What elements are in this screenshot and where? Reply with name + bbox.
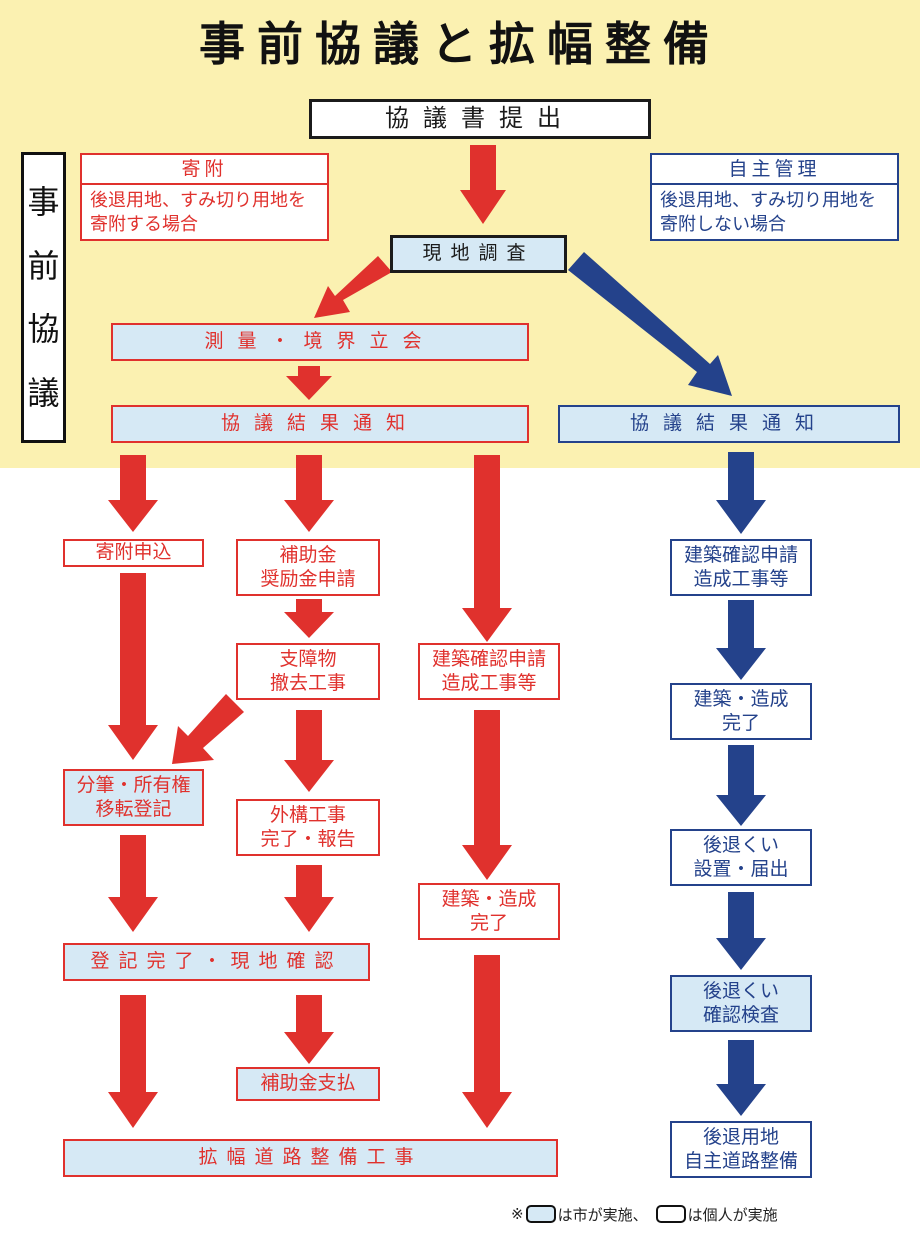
arrow-survey-to-measure — [314, 256, 392, 318]
exterior-work-box: 外構工事 完了・報告 — [236, 799, 380, 856]
legend-mark: ※ — [511, 1205, 524, 1223]
arrow-obstacle-to-subdivision — [172, 694, 244, 764]
arrow-setback-install-to-inspect — [716, 892, 766, 970]
side-label-char: 前 — [27, 246, 60, 285]
side-label-char: 議 — [27, 373, 60, 412]
survey-boundary-box: 測量・境界立会 — [111, 323, 529, 361]
road-widening-work-box: 拡幅道路整備工事 — [63, 1139, 558, 1177]
arrow-measure-to-result — [286, 366, 332, 400]
arrow-donation-to-subdivision — [108, 573, 158, 760]
self-building-complete-box: 建築・造成 完了 — [670, 683, 812, 740]
donation-note: 寄附 後退用地、すみ切り用地を 寄附する場合 — [80, 153, 329, 241]
arrow-self-result-to-building-apply — [716, 452, 766, 534]
self-manage-note-body: 後退用地、すみ切り用地を 寄附しない場合 — [660, 190, 876, 235]
donation-apply-box: 寄附申込 — [63, 539, 204, 567]
legend-person-text: は個人が実施 — [687, 1205, 778, 1224]
donation-note-body: 後退用地、すみ切り用地を 寄附する場合 — [90, 190, 306, 235]
setback-stake-inspect-box: 後退くい 確認検査 — [670, 975, 812, 1032]
arrow-self-building-apply-to-done — [716, 600, 766, 680]
side-label-char: 協 — [27, 310, 60, 349]
page-title: 事前協議と拡幅整備 — [199, 17, 721, 71]
building-apply-box: 建築確認申請 造成工事等 — [418, 643, 560, 700]
city-swatch — [525, 1205, 556, 1223]
arrow-subsidy-to-obstacle — [284, 599, 334, 638]
arrow-self-done-to-setback-install — [716, 745, 766, 826]
arrow-result-to-donation — [108, 455, 158, 532]
building-complete-box: 建築・造成 完了 — [418, 883, 560, 940]
arrow-result-to-subsidy — [284, 455, 334, 532]
subdivision-registration-box: 分筆・所有権 移転登記 — [63, 769, 204, 826]
arrow-exterior-to-registry — [284, 865, 334, 932]
subsidy-apply-box: 補助金 奨励金申請 — [236, 539, 380, 596]
arrow-obstacle-to-exterior — [284, 710, 334, 792]
self-result-box: 協議結果通知 — [558, 405, 900, 443]
obstacle-removal-box: 支障物 撤去工事 — [236, 643, 380, 700]
arrow-survey-to-self-result — [568, 252, 732, 396]
setback-stake-install-box: 後退くい 設置・届出 — [670, 829, 812, 886]
self-road-work-box: 後退用地 自主道路整備 — [670, 1121, 812, 1178]
legend: ※ は市が実施、 は個人が実施 — [511, 1201, 778, 1227]
arrow-building-done-to-road-work — [462, 955, 512, 1128]
self-manage-note-head: 自主管理 — [652, 155, 897, 185]
arrow-registry-to-subsidy-pay — [284, 995, 334, 1064]
arrow-registry-to-road-work — [108, 995, 158, 1128]
person-swatch — [655, 1205, 686, 1223]
arrow-inspect-to-self-road — [716, 1040, 766, 1116]
pre-consultation-label: 事 前 協 議 — [21, 152, 66, 443]
donation-result-box: 協議結果通知 — [111, 405, 529, 443]
self-manage-note: 自主管理 後退用地、すみ切り用地を 寄附しない場合 — [650, 153, 899, 241]
donation-note-head: 寄附 — [82, 155, 327, 185]
side-label-char: 事 — [27, 183, 60, 222]
arrow-subdivision-to-registry — [108, 835, 158, 932]
self-building-apply-box: 建築確認申請 造成工事等 — [670, 539, 812, 596]
subsidy-payment-box: 補助金支払 — [236, 1067, 380, 1101]
arrow-building-apply-to-done — [462, 710, 512, 880]
arrow-submit-to-survey — [460, 145, 506, 224]
site-survey-box: 現地調査 — [390, 235, 567, 273]
registry-complete-box: 登記完了・現地確認 — [63, 943, 370, 981]
arrow-result-to-building-apply — [462, 455, 512, 642]
legend-city-text: は市が実施、 — [557, 1205, 648, 1224]
submit-consultation-box: 協議書提出 — [309, 99, 651, 139]
